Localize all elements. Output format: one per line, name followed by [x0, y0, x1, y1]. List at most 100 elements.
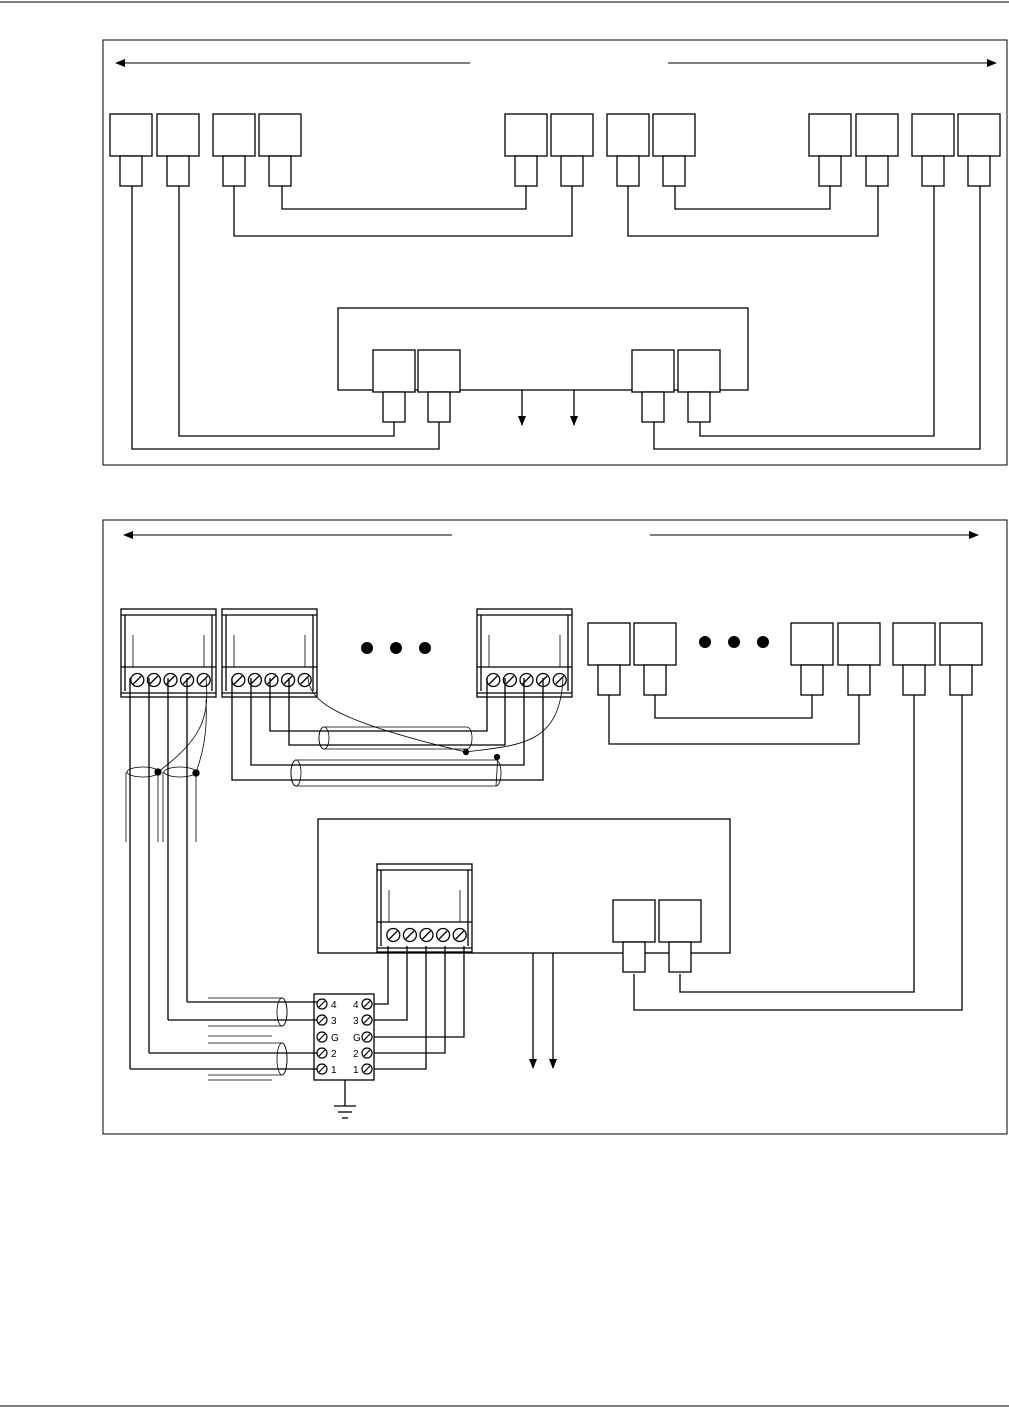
wire: [289, 678, 505, 745]
dots-icon: [699, 636, 769, 648]
coax-connector: [110, 114, 152, 186]
screw-terminal: [362, 999, 372, 1009]
screw-terminal: [520, 674, 533, 687]
coax-connector: [838, 623, 880, 695]
coax-connector: [157, 114, 199, 186]
screw-terminal: [362, 1048, 372, 1058]
screw-terminal: [387, 929, 400, 942]
terminal-label-right: 2: [353, 1049, 359, 1060]
screw-terminal: [453, 929, 466, 942]
shield-sleeves: [208, 998, 287, 1080]
coax-connector: [653, 114, 695, 186]
top-connector-row: [110, 114, 1000, 186]
screw-terminal: [232, 674, 245, 687]
coax-connector: [634, 623, 676, 695]
screw-terminal: [317, 1032, 327, 1042]
wire: [680, 695, 914, 992]
unit-connector-row: [613, 900, 701, 972]
screw-terminal: [420, 929, 433, 942]
coax-connector: [632, 350, 674, 422]
terminal-label-left: 4: [331, 1000, 337, 1011]
coax-connector: [551, 114, 593, 186]
coax-connector: [791, 623, 833, 695]
screw-terminal: [317, 999, 327, 1009]
wire: [609, 695, 859, 744]
wire: [675, 186, 830, 209]
coax-connector: [958, 114, 1000, 186]
unit-connector-row: [373, 350, 720, 422]
screw-terminal: [553, 674, 566, 687]
splice-dot: [193, 770, 199, 776]
screw-terminal: [197, 674, 210, 687]
screw-terminal: [317, 1064, 327, 1074]
splice-dot: [155, 769, 161, 775]
shielded-cable: [319, 727, 472, 749]
coax-connector-row: [588, 623, 982, 695]
terminal-label-right: 3: [353, 1016, 359, 1027]
screw-terminal: [403, 929, 416, 942]
terminal-label-left: 1: [331, 1065, 337, 1076]
wire: [374, 946, 388, 1004]
coax-connector: [418, 350, 460, 422]
screw-terminal: [317, 1048, 327, 1058]
screw-terminal: [362, 1064, 372, 1074]
terminal-module: [377, 864, 472, 952]
terminal-label-right: 4: [353, 1000, 359, 1011]
wire: [374, 946, 426, 1069]
coax-connector: [809, 114, 851, 186]
terminal-label-left: 3: [331, 1016, 337, 1027]
unit-terminal-module: [377, 864, 472, 952]
terminal-label-right: 1: [353, 1065, 359, 1076]
coax-connector: [607, 114, 649, 186]
terminal-label-left: 2: [331, 1049, 337, 1060]
wire: [282, 186, 526, 209]
diagram-1: [103, 40, 1007, 465]
coax-connector: [912, 114, 954, 186]
screw-terminal: [265, 674, 278, 687]
terminal-block-rows: 4433GG2211: [317, 999, 372, 1076]
coax-connector: [613, 900, 655, 972]
coax-connector: [940, 623, 982, 695]
screw-terminal: [317, 1015, 327, 1025]
terminal-label-right: G: [353, 1033, 361, 1044]
wire: [655, 695, 812, 718]
splice-dot: [495, 755, 500, 760]
screw-terminal: [164, 674, 177, 687]
drain-wire: [308, 678, 466, 752]
coax-connector: [659, 900, 701, 972]
shield-loops: [126, 767, 196, 842]
coax-connector: [505, 114, 547, 186]
terminal-label-left: G: [331, 1033, 339, 1044]
screw-terminal: [437, 929, 450, 942]
wire: [628, 186, 878, 236]
diagram-1-frame: [103, 40, 1007, 465]
coax-connector: [856, 114, 898, 186]
coax-connector: [373, 350, 415, 422]
wire: [374, 946, 407, 1020]
wire: [179, 186, 394, 436]
dots-icon: [361, 642, 431, 654]
screw-terminal: [362, 1015, 372, 1025]
coax-connector: [588, 623, 630, 695]
coax-connector: [213, 114, 255, 186]
wire: [700, 186, 934, 436]
coax-connector: [678, 350, 720, 422]
screw-terminal: [282, 674, 295, 687]
splice-dot: [464, 750, 469, 755]
coax-connector: [259, 114, 301, 186]
screw-terminal: [362, 1032, 372, 1042]
ground-icon: [334, 1106, 356, 1118]
screw-terminal: [248, 674, 261, 687]
screw-terminal: [131, 674, 144, 687]
screw-terminal: [487, 674, 500, 687]
shielded-cable: [291, 760, 501, 786]
coax-connector: [893, 623, 935, 695]
wire: [234, 186, 572, 236]
